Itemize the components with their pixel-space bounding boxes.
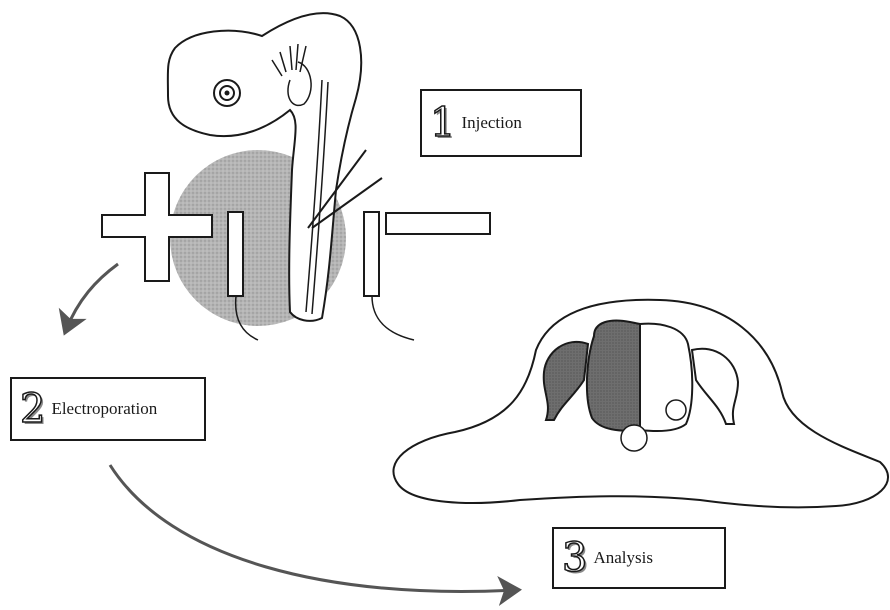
step-label: Analysis — [593, 548, 653, 568]
anode-plate — [228, 212, 243, 296]
analysis-section — [393, 300, 888, 508]
step-electroporation-box: 2 Electroporation — [10, 377, 206, 441]
step-label: Electroporation — [51, 399, 157, 419]
step-injection-box: 1 Injection — [420, 89, 582, 157]
step-analysis-box: 3 Analysis — [552, 527, 726, 589]
arrow-injection-to-electroporation — [66, 264, 118, 330]
notochord — [621, 425, 647, 451]
cathode-plate — [364, 212, 379, 296]
minus-electrode-icon — [386, 213, 490, 234]
eye — [214, 80, 240, 106]
step-number: 3 — [562, 538, 587, 578]
step-number: 2 — [20, 389, 45, 429]
cathode-wire — [372, 296, 414, 340]
step-number: 1 — [430, 103, 455, 143]
floor-plate-marker — [666, 400, 686, 420]
step-label: Injection — [461, 113, 521, 133]
electroporated-side — [587, 321, 640, 431]
injection-scene — [102, 13, 490, 340]
